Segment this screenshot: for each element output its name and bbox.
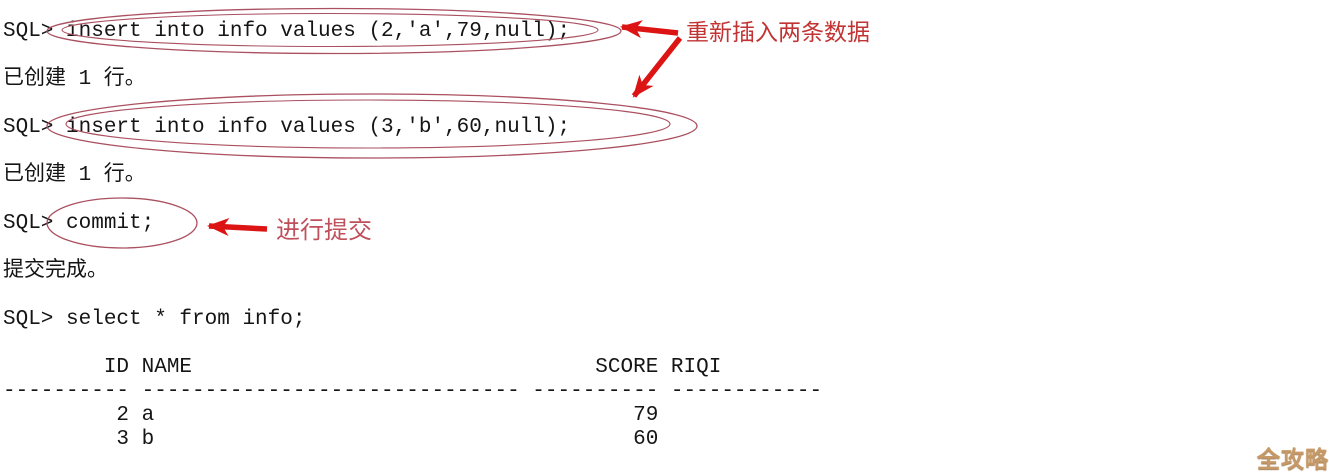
console-blank-line	[3, 140, 822, 164]
console-line-row-created-2: 已创建 1 行。	[3, 164, 146, 187]
console-line-commit-complete: 提交完成。	[3, 260, 108, 283]
console-blank-line	[3, 188, 822, 212]
result-table-header: ID NAME SCORE RIQI	[3, 356, 722, 379]
watermark-text: 全攻略	[1257, 446, 1329, 472]
console-blank-line	[3, 92, 822, 116]
annotation-insert-note: 重新插入两条数据	[686, 19, 870, 45]
console-line-commit: SQL> commit;	[3, 212, 155, 235]
console-blank-line	[3, 236, 822, 260]
console-line-insert-2: SQL> insert into info values (3,'b',60,n…	[3, 116, 571, 139]
console-output: SQL> insert into info values (2,'a',79,n…	[3, 20, 822, 452]
result-table-divider: ---------- -----------------------------…	[3, 380, 823, 403]
console-line-row-created-1: 已创建 1 行。	[3, 68, 146, 91]
console-blank-line	[3, 332, 822, 356]
console-blank-line	[3, 44, 822, 68]
result-table-row-1: 2 a 79	[3, 404, 659, 427]
result-table-row-2: 3 b 60	[3, 428, 659, 451]
annotation-commit-note: 进行提交	[276, 217, 372, 244]
console-blank-line	[3, 284, 822, 308]
console-line-select: SQL> select * from info;	[3, 308, 306, 331]
